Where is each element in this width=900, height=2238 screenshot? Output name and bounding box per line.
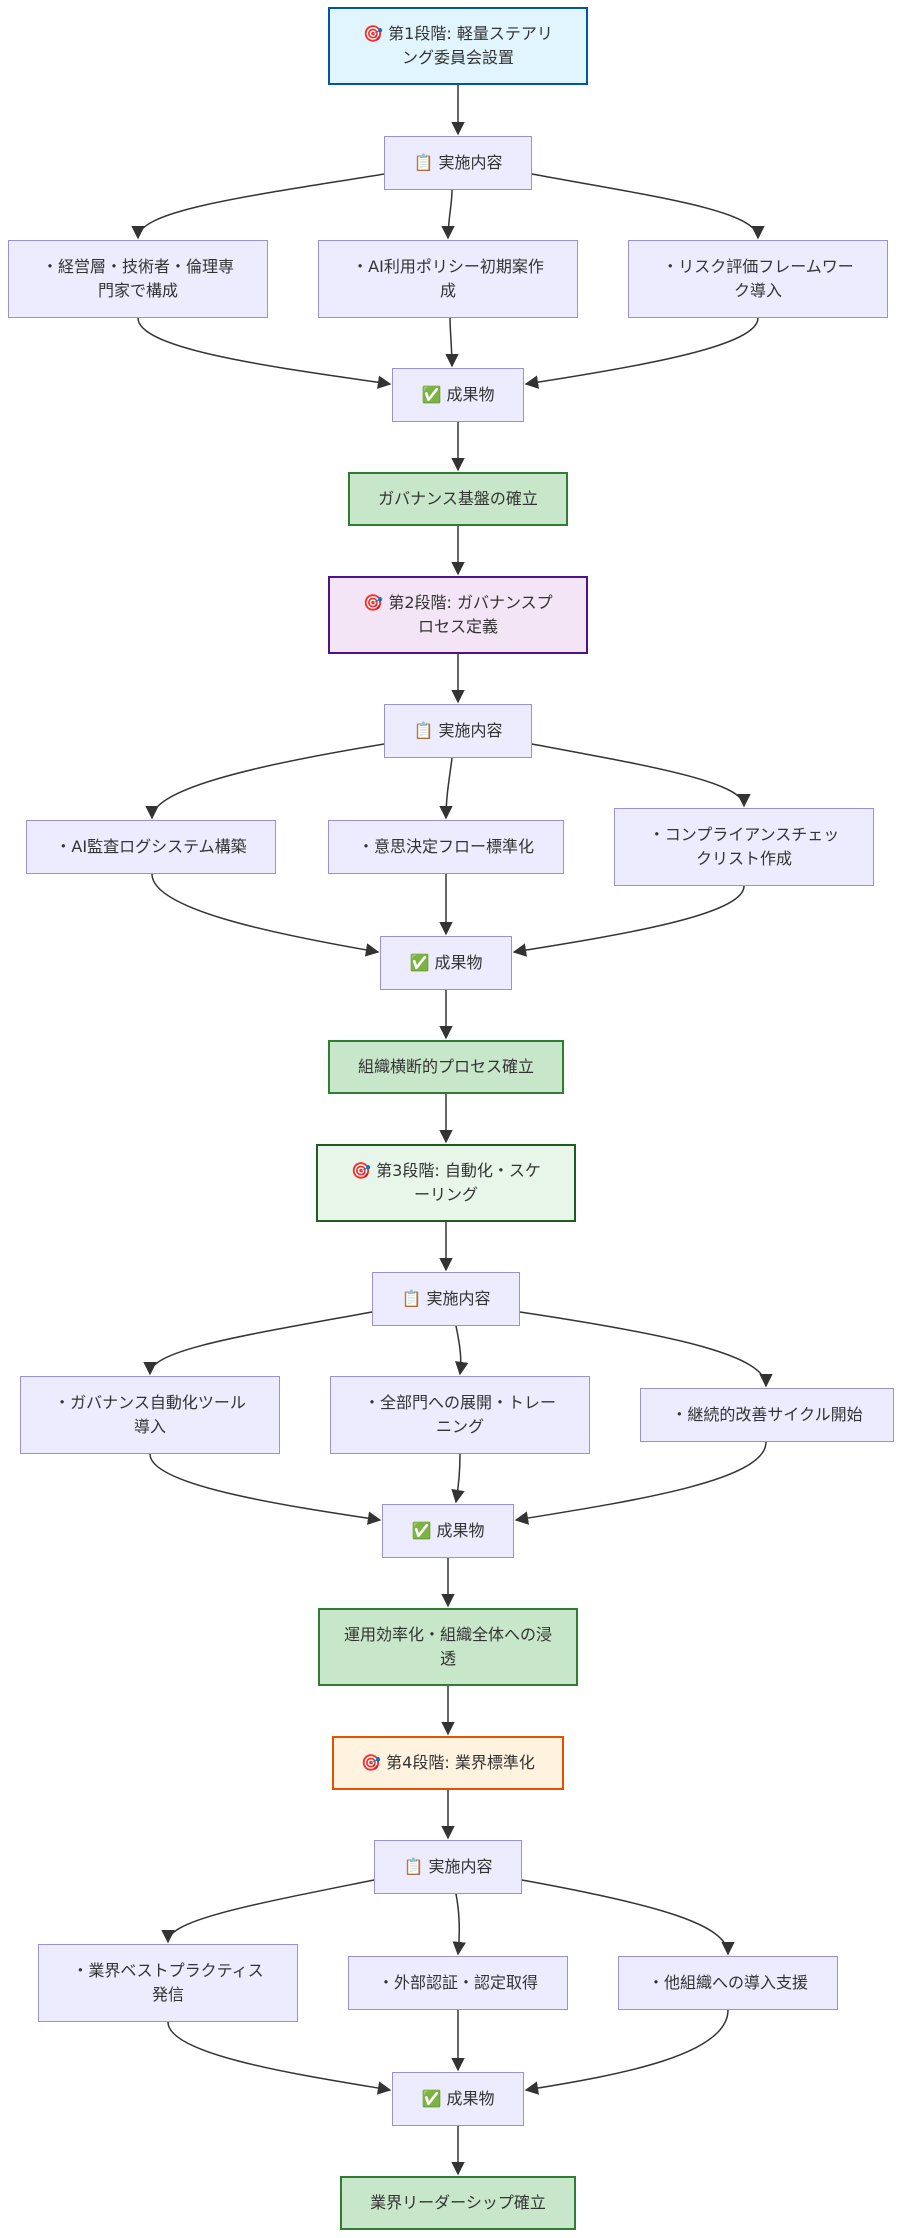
stage-2-content-label: 📋 実施内容 — [384, 704, 532, 758]
stage-3-title: 🎯 第3段階: 自動化・スケーリング — [316, 1144, 576, 1222]
connector-arrow — [514, 1441, 767, 1525]
connector-arrow — [445, 317, 459, 368]
stage-4-task-1: ・業界ベストプラクティス発信 — [38, 1944, 298, 2022]
connector-arrow — [167, 2021, 392, 2095]
stage-3-output-label: ✅ 成果物 — [382, 1504, 514, 1558]
connector-arrow — [519, 1311, 773, 1388]
connector-arrow — [531, 173, 765, 240]
connector-arrow — [145, 743, 385, 820]
connector-arrow — [531, 743, 751, 808]
stage-1-title: 🎯 第1段階: 軽量ステアリング委員会設置 — [328, 7, 588, 85]
stage-4-task-2: ・外部認証・認定取得 — [348, 1956, 568, 2010]
stage-3-task-1: ・ガバナンス自動化ツール導入 — [20, 1376, 280, 1454]
stage-3-result: 運用効率化・組織全体への浸透 — [318, 1608, 578, 1686]
stage-4-content-label: 📋 実施内容 — [374, 1840, 522, 1894]
stage-1-task-2: ・AI利用ポリシー初期案作成 — [318, 240, 578, 318]
connector-arrow — [441, 189, 455, 240]
stage-4-task-3: ・他組織への導入支援 — [618, 1956, 838, 2010]
connector-arrow — [512, 885, 745, 957]
connector-arrow — [143, 1311, 373, 1376]
stage-2-task-1: ・AI監査ログシステム構築 — [26, 820, 276, 874]
connector-arrow — [161, 1879, 375, 1944]
stage-1-result: ガバナンス基盤の確立 — [348, 472, 568, 526]
stage-2-task-2: ・意思決定フロー標準化 — [328, 820, 564, 874]
stage-2-output-label: ✅ 成果物 — [380, 936, 512, 990]
stage-2-result: 組織横断的プロセス確立 — [328, 1040, 564, 1094]
stage-4-result: 業界リーダーシップ確立 — [340, 2176, 576, 2230]
stage-3-content-label: 📋 実施内容 — [372, 1272, 520, 1326]
stage-1-task-3: ・リスク評価フレームワーク導入 — [628, 240, 888, 318]
connector-arrow — [524, 317, 759, 389]
stage-2-title: 🎯 第2段階: ガバナンスプロセス定義 — [328, 576, 588, 654]
stage-1-content-label: 📋 実施内容 — [384, 136, 532, 190]
connector-arrow — [455, 1325, 469, 1376]
connector-arrow — [439, 757, 453, 820]
connector-arrow — [137, 317, 392, 389]
connector-arrow — [521, 1879, 735, 1956]
connector-arrow — [131, 173, 385, 240]
stage-1-output-label: ✅ 成果物 — [392, 368, 524, 422]
stage-1-task-1: ・経営層・技術者・倫理専門家で構成 — [8, 240, 268, 318]
connector-arrow — [149, 1453, 382, 1525]
stage-4-output-label: ✅ 成果物 — [392, 2072, 524, 2126]
connector-arrow — [452, 1893, 466, 1956]
stage-3-task-2: ・全部門への展開・トレーニング — [330, 1376, 590, 1454]
stage-4-title: 🎯 第4段階: 業界標準化 — [332, 1736, 564, 1790]
stage-2-task-3: ・コンプライアンスチェックリスト作成 — [614, 808, 874, 886]
connector-arrow — [451, 1453, 465, 1504]
connectors — [131, 85, 773, 2176]
connector-arrow — [524, 2009, 729, 2095]
stage-3-task-3: ・継続的改善サイクル開始 — [640, 1388, 894, 1442]
connector-arrow — [151, 873, 380, 957]
